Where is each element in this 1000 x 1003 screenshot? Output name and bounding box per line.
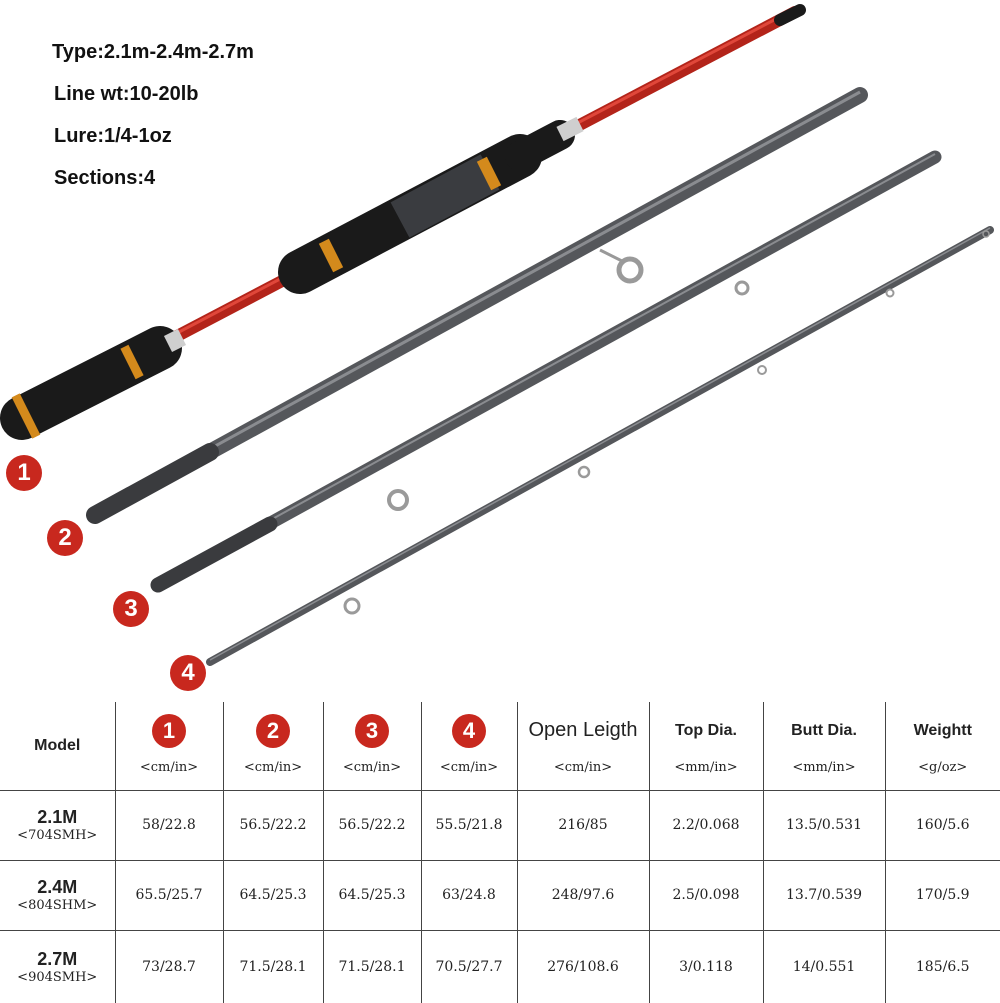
header-unit: <cm/in> [422,753,517,783]
table-row: 2.7M <904SMH> 73/28.7 71.5/28.1 71.5/28.… [0,930,1000,1003]
table-cell: 64.5/25.3 [323,860,421,930]
header-butt-dia: Butt Dia. <mm/in> [763,702,885,790]
header-badge-4: 4 [452,714,486,748]
table-cell: 13.7/0.539 [763,860,885,930]
header-unit: <g/oz> [886,753,1000,783]
table-cell: 70.5/27.7 [421,930,517,1003]
header-weight: Weightt <g/oz> [885,702,1000,790]
rod-section-3 [158,154,935,585]
table-row: 2.1M <704SMH> 58/22.8 56.5/22.2 56.5/22.… [0,790,1000,860]
fishing-rod-illustration [0,0,1000,700]
model-code: <804SHM> [0,898,115,913]
header-section-4: 4 <cm/in> [421,702,517,790]
header-unit: <cm/in> [224,753,323,783]
model-name: 2.1M [0,807,115,828]
rod-section-1 [22,9,800,418]
section-badge-1: 1 [6,455,42,491]
table-cell: 55.5/21.8 [421,790,517,860]
header-model: Model [0,702,115,790]
section-badge-4: 4 [170,655,206,691]
header-unit: <cm/in> [324,753,421,783]
header-model-label: Model [34,737,80,754]
header-weight-label: Weightt [914,722,972,740]
model-name: 2.4M [0,877,115,898]
rod-section-4 [210,228,990,662]
section-badge-3: 3 [113,591,149,627]
header-top-dia-label: Top Dia. [675,722,737,740]
table-cell: 216/85 [517,790,649,860]
table-cell: 56.5/22.2 [323,790,421,860]
table-cell: 13.5/0.531 [763,790,885,860]
header-unit: <cm/in> [518,753,649,783]
header-butt-dia-label: Butt Dia. [791,722,857,740]
table-cell: 63/24.8 [421,860,517,930]
table-cell: 71.5/28.1 [223,930,323,1003]
header-badge-1: 1 [152,714,186,748]
header-badge-2: 2 [256,714,290,748]
model-cell: 2.1M <704SMH> [0,790,115,860]
table-cell: 248/97.6 [517,860,649,930]
table-cell: 64.5/25.3 [223,860,323,930]
table-cell: 3/0.118 [649,930,763,1003]
table-cell: 73/28.7 [115,930,223,1003]
header-unit: <mm/in> [764,753,885,783]
model-cell: 2.7M <904SMH> [0,930,115,1003]
model-cell: 2.4M <804SHM> [0,860,115,930]
table-row: 2.4M <804SHM> 65.5/25.7 64.5/25.3 64.5/2… [0,860,1000,930]
header-section-1: 1 <cm/in> [115,702,223,790]
table-cell: 65.5/25.7 [115,860,223,930]
header-unit: <cm/in> [116,753,223,783]
model-name: 2.7M [0,949,115,970]
table-cell: 185/6.5 [885,930,1000,1003]
table-cell: 2.2/0.068 [649,790,763,860]
header-top-dia: Top Dia. <mm/in> [649,702,763,790]
table-cell: 2.5/0.098 [649,860,763,930]
table-cell: 14/0.551 [763,930,885,1003]
spec-table: Model 1 <cm/in> 2 <cm/in> 3 <cm/in> 4 <c… [0,702,1000,1003]
table-cell: 56.5/22.2 [223,790,323,860]
header-open-length: Open Leigth <cm/in> [517,702,649,790]
table-cell: 58/22.8 [115,790,223,860]
table-cell: 170/5.9 [885,860,1000,930]
table-cell: 160/5.6 [885,790,1000,860]
model-code: <704SMH> [0,828,115,843]
section-badge-2: 2 [47,520,83,556]
table-header-row: Model 1 <cm/in> 2 <cm/in> 3 <cm/in> 4 <c… [0,702,1000,790]
model-code: <904SMH> [0,970,115,985]
header-unit: <mm/in> [650,753,763,783]
header-badge-3: 3 [355,714,389,748]
table-cell: 276/108.6 [517,930,649,1003]
header-section-3: 3 <cm/in> [323,702,421,790]
table-cell: 71.5/28.1 [323,930,421,1003]
header-section-2: 2 <cm/in> [223,702,323,790]
header-open-length-label: Open Leigth [529,719,638,742]
